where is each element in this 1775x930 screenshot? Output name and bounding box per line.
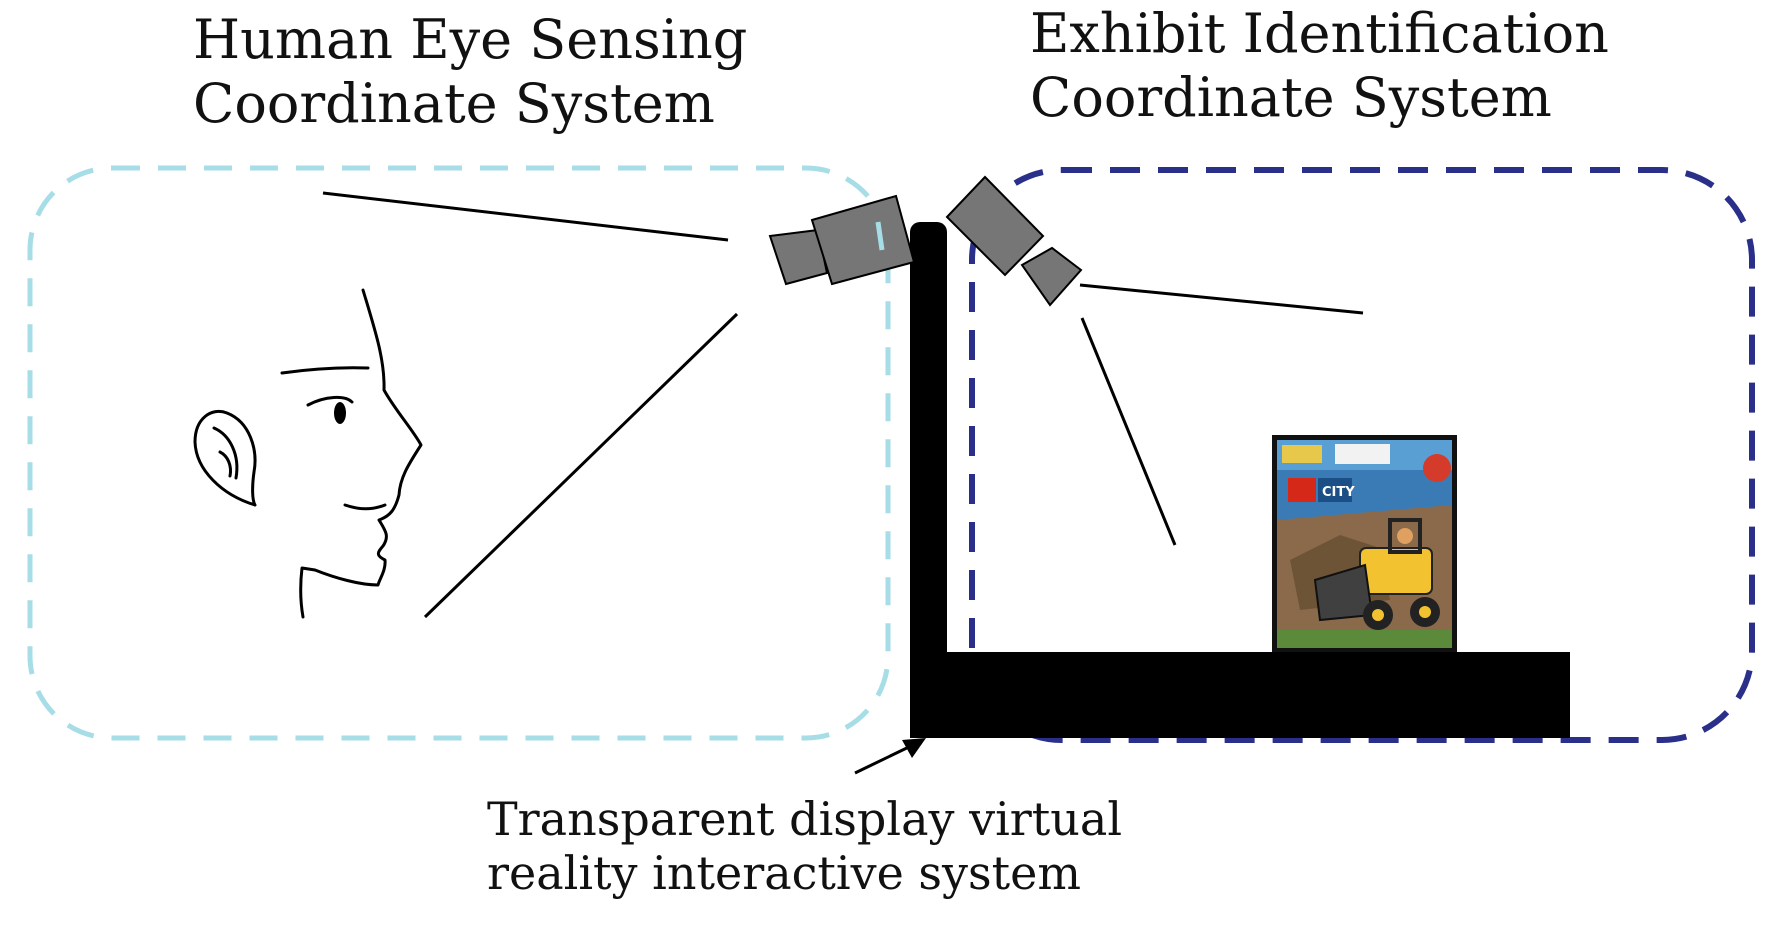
human-eye-coordinate-label: Human Eye Sensing Coordinate System [193,8,747,135]
display-vertical-panel [910,222,947,737]
product-logo-badge [1288,478,1316,502]
transparent-display-frame [910,222,1570,738]
display-pointer-arrow [854,738,926,775]
exhibit-camera-lower-sight-line [1080,317,1177,546]
human-eye-region-border [27,165,891,741]
exhibit-coordinate-label: Exhibit Identification Coordinate System [1030,2,1609,129]
exhibit-product-box: CITY [1272,435,1457,652]
eye-camera-lower-sight-line [423,312,739,619]
exhibit-region-border [969,167,1755,743]
exhibit-camera-icon [945,175,1083,307]
display-label-line2: reality interactive system [487,846,1081,901]
human-eye-label-line1: Human Eye Sensing [193,8,748,71]
transparent-display-label: Transparent display virtual reality inte… [487,792,1122,901]
human-face-sketch-icon [193,288,423,619]
human-eye-label-line2: Coordinate System [193,71,715,135]
exhibit-label-line2: Coordinate System [1030,65,1552,129]
eye-camera-upper-sight-line [322,191,729,242]
exhibit-camera-upper-sight-line [1079,283,1364,315]
display-base-stand [910,652,1570,738]
product-logo-text: CITY [1322,485,1355,500]
eye-tracking-camera-icon [768,194,916,286]
display-label-line1: Transparent display virtual [487,792,1123,846]
exhibit-label-line1: Exhibit Identification [1030,2,1609,65]
